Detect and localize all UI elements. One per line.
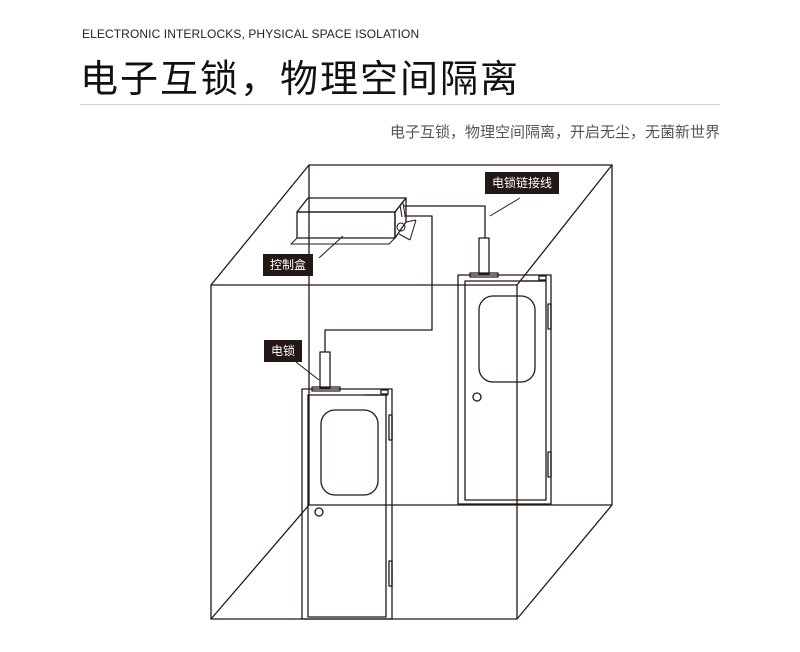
english-subtitle: ELECTRONIC INTERLOCKS, PHYSICAL SPACE IS… [82,27,420,41]
back-door [457,237,552,505]
wire-label: 电锁链接线 [485,172,560,194]
control-box [290,197,417,245]
tagline: 电子互锁，物理空间隔离，开启无尘，无菌新世界 [389,123,720,141]
front-door [301,351,393,620]
control-box-label: 控制盒 [263,254,314,276]
interlock-wiring [324,205,486,352]
leader-lines [295,197,521,381]
room-cube [210,164,613,620]
title-divider [80,104,720,105]
page-title: 电子互锁，物理空间隔离 [80,57,521,101]
lock-label: 电锁 [264,340,303,362]
